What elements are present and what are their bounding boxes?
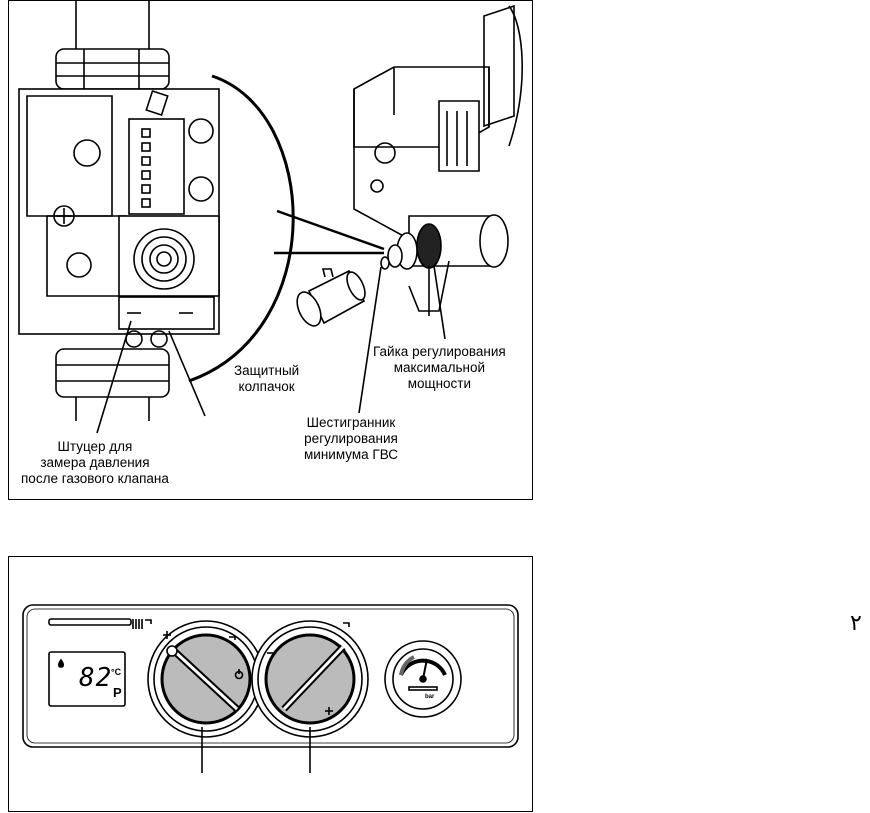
margin-mark: ٢ [850, 611, 862, 636]
gas-pipe-bottom [55, 348, 170, 421]
control-panel-drawing [22, 604, 519, 773]
modulator-block [118, 215, 220, 348]
gauge-unit: bar [425, 694, 435, 700]
leader-side [168, 330, 206, 417]
leader-fitting [96, 320, 132, 434]
heating-knob-drawing [147, 620, 265, 738]
dhw-knob-drawing [251, 620, 369, 738]
lcd-display [48, 651, 126, 707]
radiator-icon [132, 619, 152, 629]
tap-icon-small [229, 636, 236, 640]
zoom-arc [188, 74, 295, 383]
display-temperature: 82 [79, 663, 113, 693]
zoom-line-upper [276, 209, 385, 251]
tap-icon [343, 622, 350, 627]
leader-hex [358, 266, 382, 414]
protective-cap [296, 268, 366, 327]
leader-nut [433, 265, 446, 340]
control-panel-figure: 82 °C P bar [8, 556, 533, 812]
display-mode: P [113, 685, 122, 700]
flame-icon [57, 658, 65, 668]
pressure-gauge [384, 640, 462, 718]
regulator-detail [353, 4, 523, 316]
gas-pipe-top [55, 1, 170, 90]
display-unit: °C [111, 667, 122, 677]
status-bar [48, 618, 132, 626]
gas-valve-drawing [18, 1, 523, 434]
